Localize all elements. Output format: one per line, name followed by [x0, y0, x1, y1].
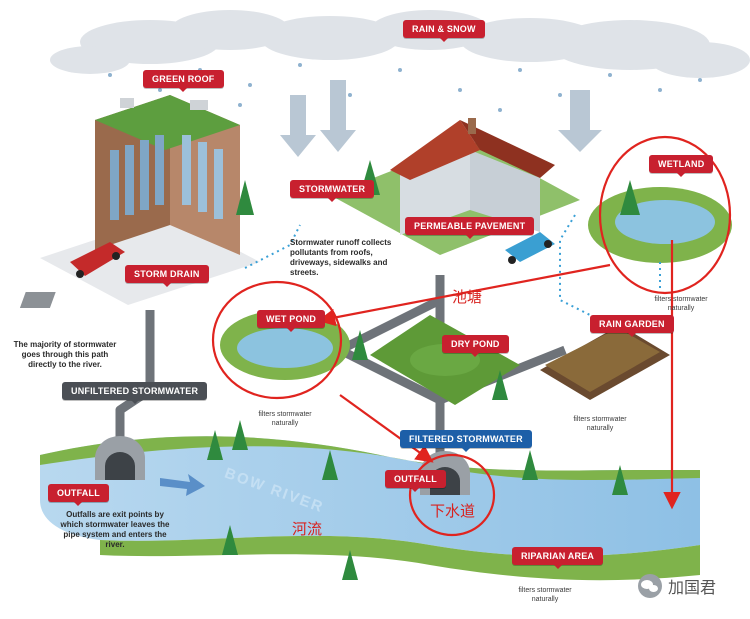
- note-runoff: Stormwater runoff collects pollutants fr…: [290, 238, 392, 277]
- outfall-highlight-circle: [408, 453, 496, 537]
- trees: [207, 160, 640, 580]
- note-filters-riparian: filters stormwater naturally: [518, 587, 572, 603]
- label-filtered-stormwater: FILTERED STORMWATER: [400, 430, 532, 452]
- label-permeable-pavement: PERMEABLE PAVEMENT: [405, 217, 535, 239]
- label-dry-pond: DRY POND: [442, 335, 509, 357]
- sewer-arrow: [339, 394, 434, 463]
- flow-dots: [244, 214, 661, 321]
- watermark: 加国君: [638, 574, 716, 598]
- rain-garden: [540, 325, 670, 400]
- label-outfall-center: OUTFALL: [385, 470, 446, 492]
- label-rain-snow: RAIN & SNOW: [403, 20, 485, 42]
- blue-car: [505, 232, 555, 264]
- label-green-roof: GREEN ROOF: [143, 70, 224, 92]
- pond-arrow: [317, 263, 611, 327]
- note-filters-wetpond: filters stormwater naturally: [258, 411, 312, 427]
- label-riparian-area: RIPARIAN AREA: [512, 547, 604, 569]
- label-storm-drain: STORM DRAIN: [125, 265, 209, 287]
- house: [330, 118, 580, 255]
- note-majority: The majority of stormwater goes through …: [13, 340, 117, 369]
- red-annotations: [211, 135, 732, 537]
- label-rain-garden: RAIN GARDEN: [590, 315, 674, 337]
- watermark-text: 加国君: [668, 578, 717, 597]
- label-unfiltered-stormwater: UNFILTERED STORMWATER: [62, 382, 208, 404]
- green-roof-building: [40, 95, 260, 305]
- note-outfalls: Outfalls are exit points by which stormw…: [60, 510, 170, 549]
- label-wet-pond: WET POND: [257, 310, 326, 332]
- label-wetland: WETLAND: [649, 155, 714, 177]
- rain-drops: [108, 63, 702, 112]
- wetland-highlight-circle: [598, 135, 732, 295]
- wechat-icon: [638, 574, 662, 598]
- red-car: [70, 242, 125, 278]
- wetland: [588, 187, 732, 263]
- label-outfall-left: OUTFALL: [48, 484, 109, 506]
- rain-arrows: [280, 80, 602, 157]
- label-stormwater: STORMWATER: [290, 180, 375, 202]
- annotation-pond-cn: 池塘: [452, 288, 483, 306]
- storm-drain-grate: [19, 292, 56, 308]
- annotation-river-cn: 河流: [292, 520, 323, 538]
- river-flow-arrow-icon: [160, 474, 205, 496]
- note-filters-raingarden: filters stormwater naturally: [573, 416, 627, 432]
- bow-river: [40, 436, 700, 581]
- wet-pond-highlight-circle: [211, 280, 343, 400]
- clouds: [50, 10, 750, 78]
- annotation-sewer-cn: 下水道: [430, 502, 476, 520]
- note-filters-wetland: filters stormwater naturally: [654, 296, 708, 312]
